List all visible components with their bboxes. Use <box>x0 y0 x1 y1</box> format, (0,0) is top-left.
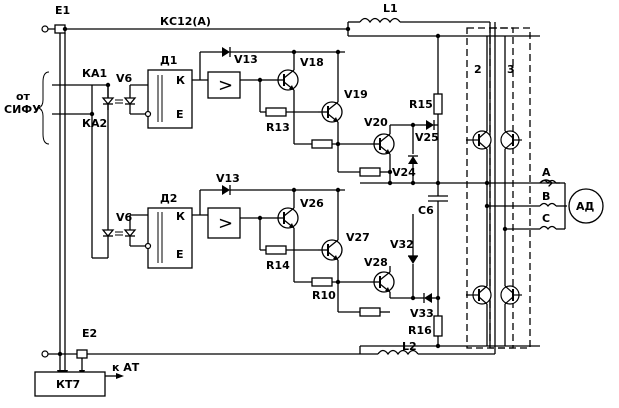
upper-driver <box>199 47 420 183</box>
optocoupler-bottom <box>101 214 148 258</box>
kt7-block <box>34 371 124 397</box>
left-wiring <box>37 33 109 378</box>
label-phase-c: C <box>542 212 550 225</box>
junction-dots <box>57 26 508 357</box>
label-ks12: КС12(A) <box>160 15 211 28</box>
label-module-2: 2 <box>474 63 482 76</box>
d1-block <box>144 66 241 129</box>
label-v20: V20 <box>364 116 388 129</box>
label-d2: Д2 <box>160 192 177 205</box>
label-r10: R10 <box>312 289 336 302</box>
label-r15: R15 <box>409 98 433 111</box>
label-k-top: К <box>176 74 185 87</box>
label-r14: R14 <box>266 259 290 272</box>
power-modules <box>466 22 531 354</box>
label-r16: R16 <box>408 324 432 337</box>
label-l2: L2 <box>402 340 417 353</box>
label-v24: V24 <box>392 166 416 179</box>
label-v19: V19 <box>344 88 368 101</box>
label-r13: R13 <box>266 121 290 134</box>
label-l1: L1 <box>383 2 398 15</box>
label-ka1: КА1 <box>82 67 107 80</box>
label-sifu: СИФУ <box>4 103 41 116</box>
label-phase-b: B <box>542 190 550 203</box>
label-v6-bottom: V6 <box>116 211 133 224</box>
label-comparator-top: > <box>218 75 233 96</box>
label-v32: V32 <box>390 238 414 251</box>
label-d1: Д1 <box>160 54 177 67</box>
label-comparator-bottom: > <box>218 213 233 234</box>
label-v33: V33 <box>410 307 434 320</box>
label-c6: С6 <box>418 204 434 217</box>
label-v28: V28 <box>364 256 388 269</box>
text-labels: E1 КС12(A) L1 от СИФУ КА1 КА2 V6 V6 Д1 Д… <box>4 2 595 391</box>
motor <box>487 179 604 231</box>
label-e1: E1 <box>55 4 70 17</box>
label-v13-top: V13 <box>234 53 258 66</box>
label-e-top: Е <box>176 108 184 121</box>
d2-block <box>144 190 241 269</box>
optocoupler-top <box>101 84 148 115</box>
label-phase-a: A <box>542 166 551 179</box>
label-v13-bottom: V13 <box>216 172 240 185</box>
label-v18: V18 <box>300 56 324 69</box>
label-v25: V25 <box>415 131 439 144</box>
label-v6-top: V6 <box>116 72 133 85</box>
label-v27: V27 <box>346 231 370 244</box>
label-ot: от <box>16 90 31 103</box>
label-k-at: к АТ <box>112 361 140 374</box>
label-e-bottom: Е <box>176 248 184 261</box>
label-e2: E2 <box>82 327 97 340</box>
label-module-3: 3 <box>507 63 515 76</box>
label-kt7: КТ7 <box>56 378 80 391</box>
label-v26: V26 <box>300 197 324 210</box>
label-k-bottom: К <box>176 210 185 223</box>
label-ad: АД <box>576 200 595 213</box>
center-column <box>360 36 560 346</box>
bottom-bus <box>41 345 540 359</box>
top-bus <box>41 17 540 37</box>
label-ka2: КА2 <box>82 117 107 130</box>
